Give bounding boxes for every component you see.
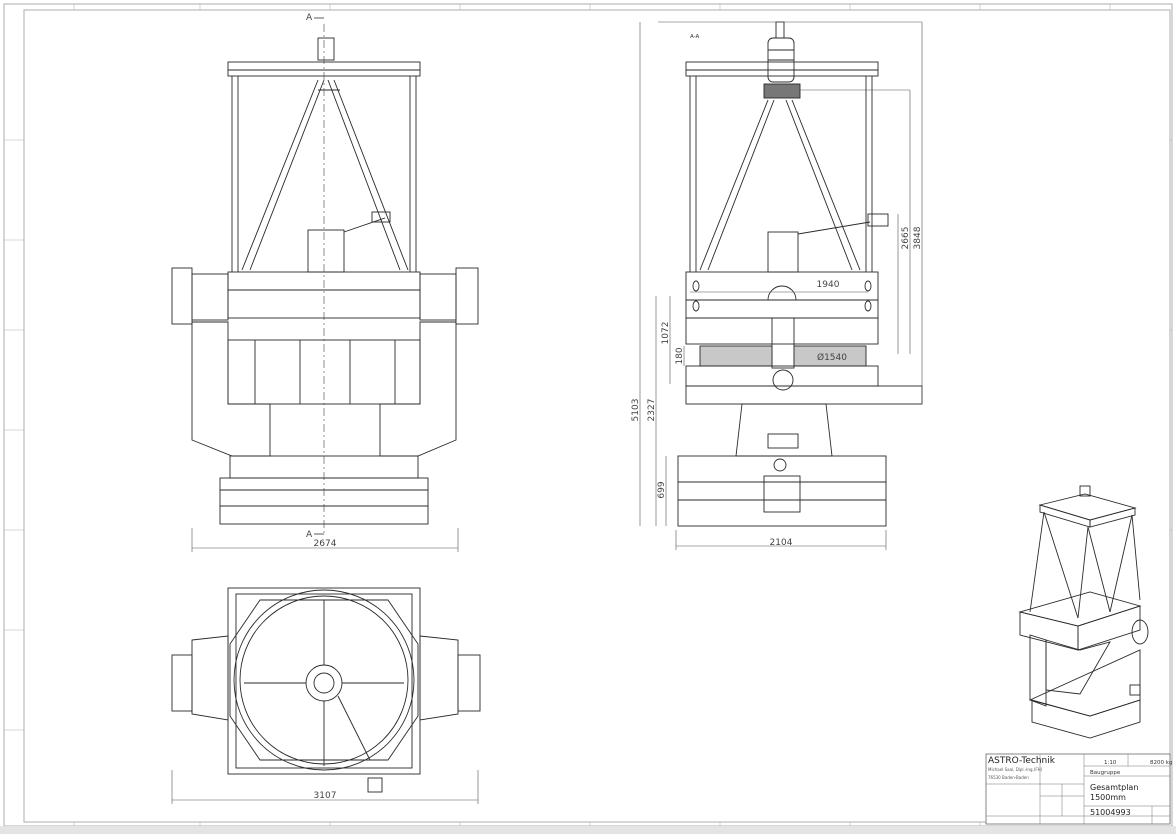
weight-value: 8200 kg [1150,760,1172,766]
svg-text:A: A [306,13,313,23]
scale-value: 1:10 [1104,760,1117,766]
company-name: ASTRO-Technik [988,756,1056,766]
drawing-title: Gesamtplan [1090,783,1138,792]
company-address: 76530 Baden-Baden [988,775,1029,780]
front-view [171,37,479,525]
svg-text:A-A: A-A [690,34,700,40]
svg-text:5103: 5103 [631,399,641,422]
front-width-dimension: 2674 [191,528,459,552]
top-view [171,587,481,793]
svg-text:699: 699 [657,481,667,498]
svg-text:2327: 2327 [647,399,657,422]
svg-text:3848: 3848 [913,226,923,249]
svg-text:A: A [306,530,313,540]
drawing-subtitle: 1500mm [1090,793,1126,802]
company-subline: Michael Saal, Dipl.-Ing.(FH) [988,767,1043,772]
svg-text:2104: 2104 [770,538,793,548]
front-section-marks: A A [306,13,324,540]
svg-text:3107: 3107 [314,791,337,801]
svg-text:2665: 2665 [901,227,911,250]
svg-text:1940: 1940 [817,280,840,290]
svg-text:2674: 2674 [314,539,337,549]
isometric-view [1018,485,1149,739]
section-view: A-A [677,21,923,527]
sheet-frame [3,3,1173,827]
drawing-number: 51004993 [1090,808,1131,817]
svg-text:180: 180 [675,347,685,364]
section-dimensions [639,21,923,550]
top-width-dimension: 3107 [171,770,479,804]
window-bottom-bar [0,826,1176,834]
svg-text:Ø1540: Ø1540 [817,352,847,363]
title-block: ASTRO-Technik Michael Saal, Dipl.-Ing.(F… [985,753,1172,825]
section-dimension-labels: 1940 Ø1540 2104 5103 2327 1072 180 699 2… [631,226,923,548]
svg-text:1072: 1072 [661,322,671,345]
group-label: Baugruppe [1090,770,1121,776]
